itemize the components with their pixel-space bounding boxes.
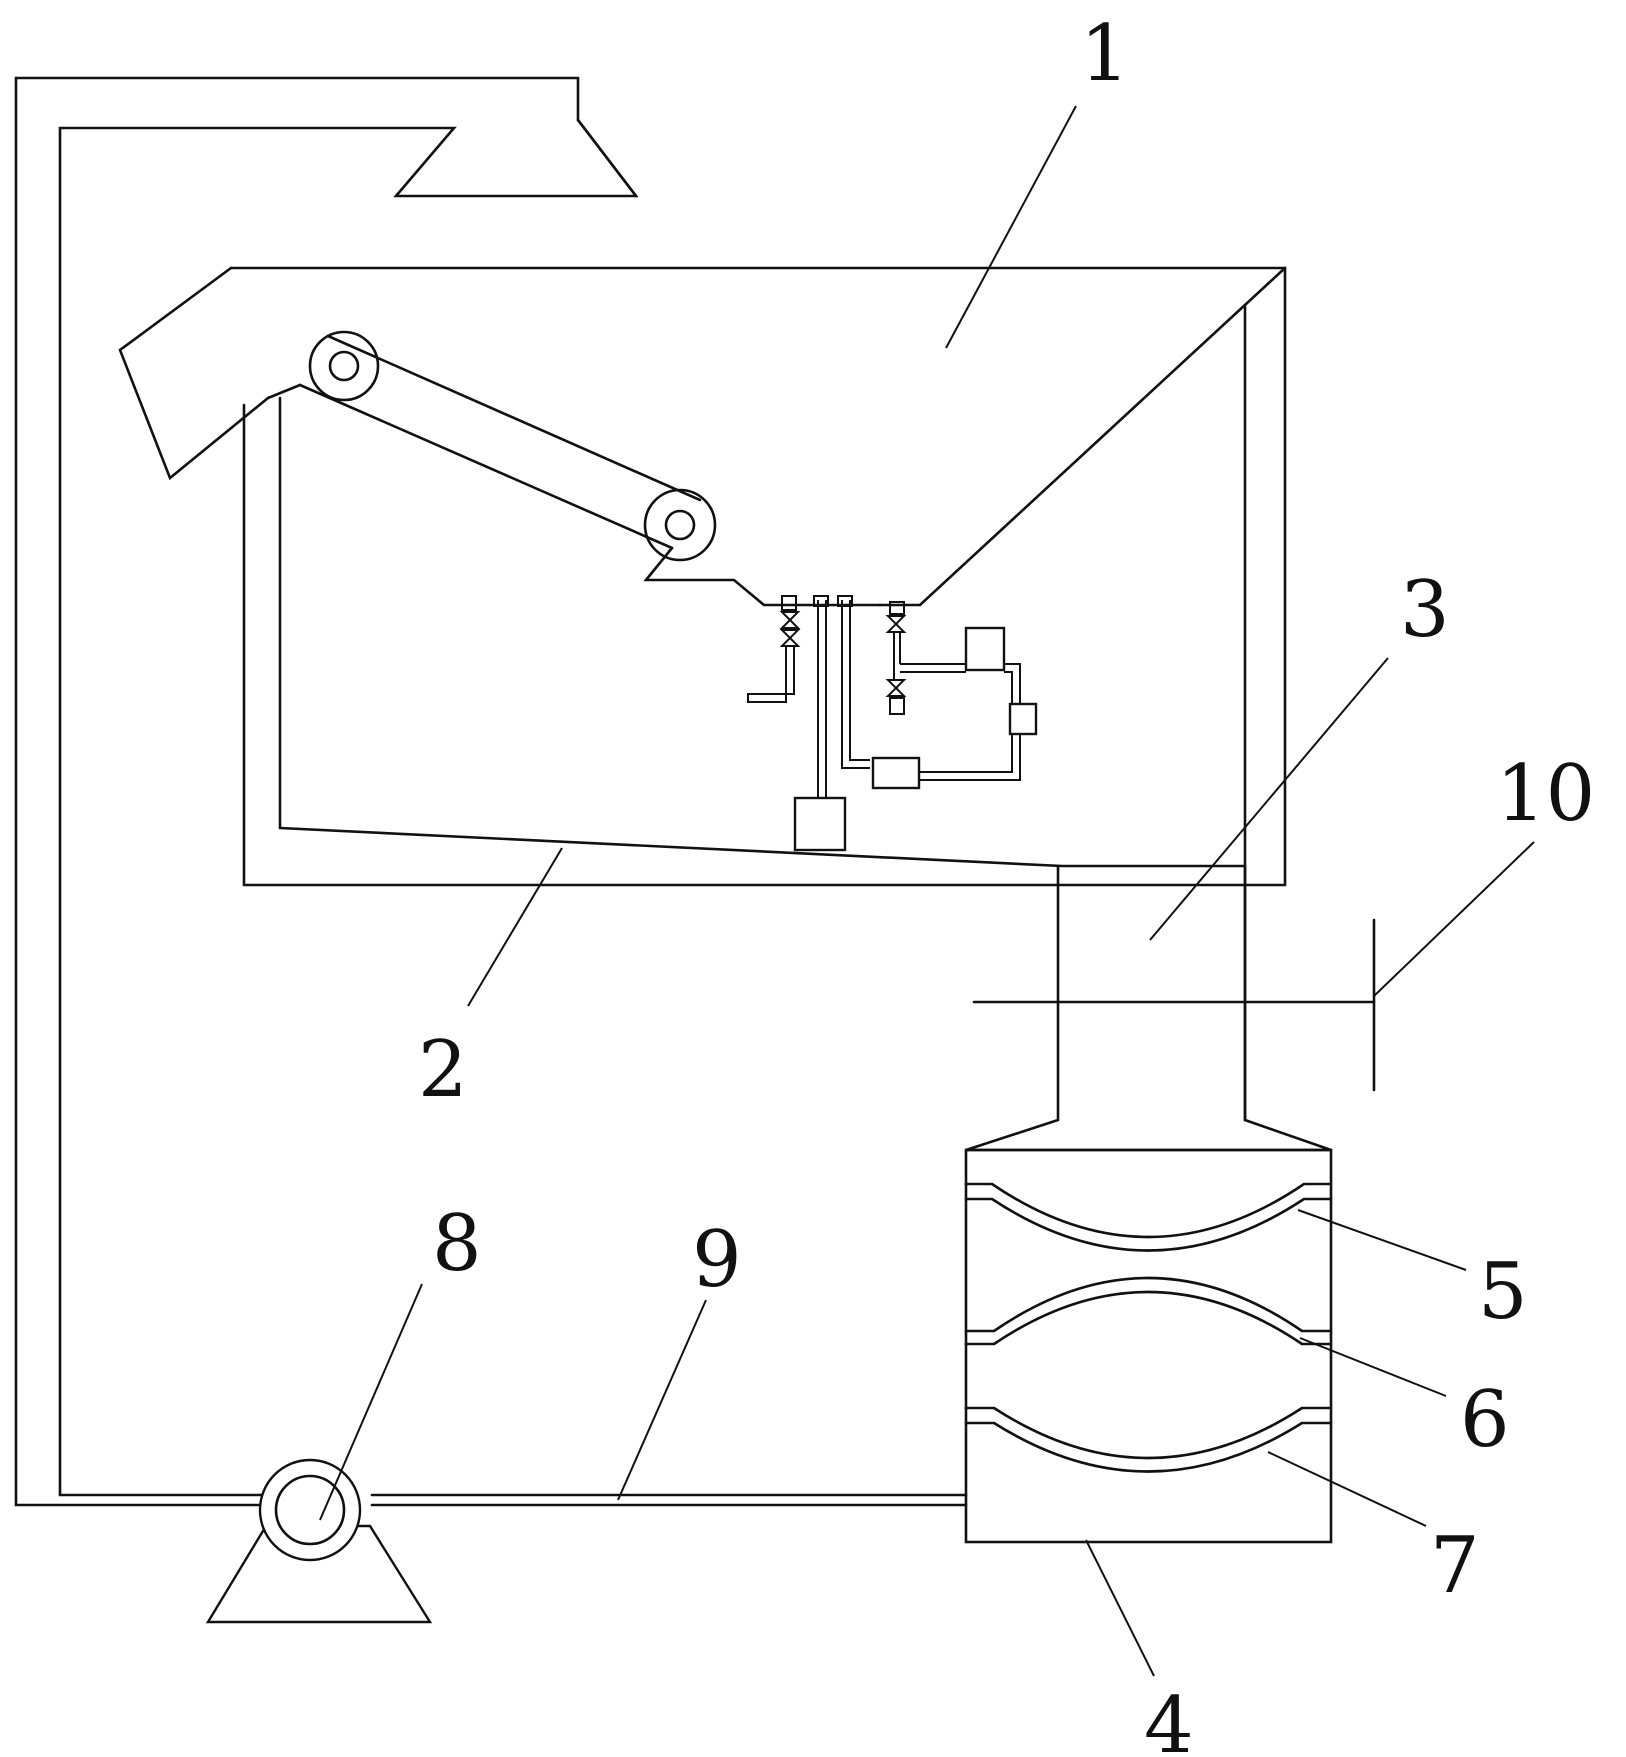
conveyor-roller-top: [308, 330, 380, 402]
label-8: 8: [432, 1199, 482, 1289]
leader-lines: [319, 105, 1535, 1677]
fan-rotor: [274, 1474, 346, 1546]
label-1: 1: [1080, 9, 1130, 99]
fan: [205, 1458, 433, 1624]
label-4: 4: [1144, 1681, 1194, 1757]
valve-icon: [779, 629, 801, 647]
conveyor-roller-top-axle: [328, 350, 360, 382]
valve-icon: [885, 615, 907, 633]
fan-base: [205, 1524, 433, 1624]
damper: [972, 918, 1376, 1092]
bottom-pipe: [370, 1493, 968, 1507]
pump-box: [793, 796, 847, 852]
label-10: 10: [1496, 749, 1595, 839]
filter-layer-7: [964, 1406, 1333, 1460]
filter-box-right: [1008, 702, 1038, 736]
label-7: 7: [1430, 1521, 1480, 1611]
valve-icon: [885, 679, 907, 697]
return-duct: [14, 76, 639, 1507]
treatment-tower: [964, 1148, 1333, 1544]
vertical-duct: [965, 864, 1332, 1152]
label-3: 3: [1400, 565, 1450, 655]
filter-box-top: [964, 626, 1006, 672]
filter-layer-5: [964, 1182, 1333, 1239]
tank-box: [871, 756, 921, 790]
label-2: 2: [418, 1025, 468, 1115]
reference-labels: 1 2 3 10 5 6 7 4 8 9: [418, 9, 1595, 1757]
hopper-slope: [878, 266, 1287, 607]
valve-icon: [779, 611, 801, 629]
duct-outlet-hood: [576, 118, 638, 198]
label-9: 9: [692, 1215, 742, 1305]
feed-chute: [118, 266, 270, 481]
spray-valve-assembly: [747, 595, 1038, 852]
conveyor-roller-bottom-axle: [664, 509, 696, 541]
sloped-floor: [278, 826, 1247, 868]
main-housing: [118, 266, 1287, 1122]
label-6: 6: [1460, 1375, 1510, 1465]
label-5: 5: [1478, 1247, 1528, 1337]
conveyor-roller-bottom: [643, 488, 717, 562]
filter-layer-6: [964, 1276, 1333, 1333]
conveyor-belt: [266, 330, 882, 607]
